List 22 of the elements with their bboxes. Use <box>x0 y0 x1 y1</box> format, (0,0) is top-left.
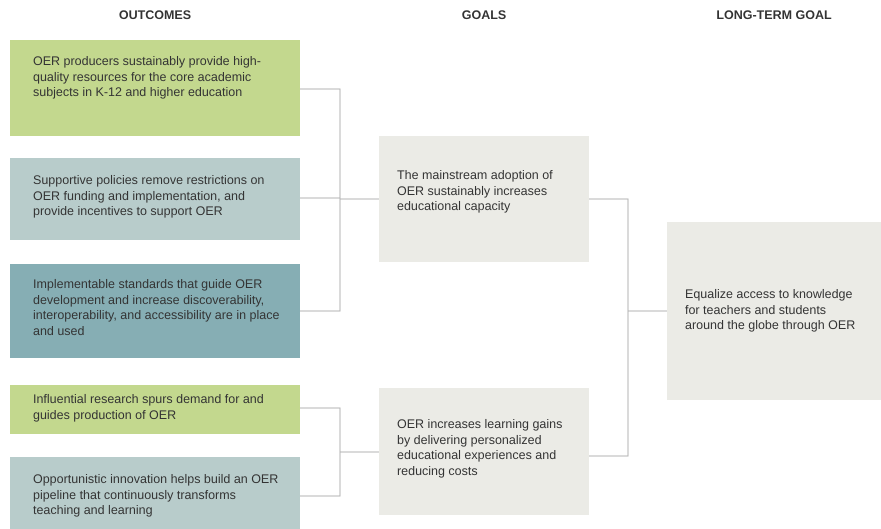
box-text: Influential research spurs demand for and guides production of OER <box>33 392 265 423</box>
outcome-box <box>10 264 300 358</box>
outcome-box <box>10 385 300 434</box>
goal-box <box>379 136 589 262</box>
box-text: Supportive policies remove restrictions on OER funding and implementation, and provide incentives to support OER <box>33 173 266 220</box>
column-heading: OUTCOMES <box>118 8 192 22</box>
box-text: Equalize access to knowledge for teachers and students around the globe through OER <box>685 287 856 334</box>
box-text: Opportunistic innovation helps build an OER pipeline that continuously transforms teaching and learning <box>33 472 280 518</box>
box-text: The mainstream adoption of OER sustainably increases educational capacity <box>397 168 554 214</box>
outcome-box <box>10 158 300 240</box>
outcome-box <box>10 457 300 529</box>
box-text: OER increases learning gains by delivering personalized educational experiences and reducing costs <box>397 417 564 479</box>
column-heading: LONG-TERM GOAL <box>715 8 833 22</box>
connector-line <box>300 452 380 496</box>
box-text: OER producers sustainably provide high-quality resources for the core academic subjects in K-12 and higher education <box>33 54 262 100</box>
long-term-goal-box <box>667 222 881 400</box>
outcome-box <box>10 40 300 136</box>
goal-box <box>379 388 589 515</box>
connector-line <box>300 198 380 312</box>
column-heading: GOALS <box>460 8 508 22</box>
box-text: Implementable standards that guide OER development and increase discoverability, interoperability, and accessibility are in place and used <box>33 277 280 339</box>
connector-line <box>588 310 668 456</box>
